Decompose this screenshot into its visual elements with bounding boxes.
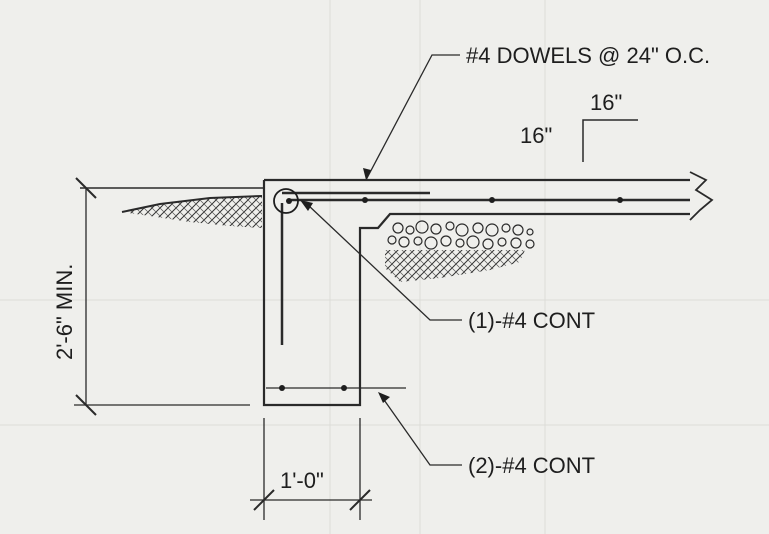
arrow-cont-top [300,200,313,211]
leader-cont-bottom [381,396,462,466]
bottom-bar-dot [279,385,285,391]
dim-tick [75,394,97,416]
cont-top-label: (1)-#4 CONT [468,308,595,333]
dim-tick [253,489,275,511]
rebar-dot [617,197,623,203]
width-dim-label: 1'-0" [280,468,324,493]
slab-break-line [689,171,714,221]
leader-dowels [365,54,460,181]
dim-tick [349,489,371,511]
bottom-bar-dot [341,385,347,391]
dowels-label: #4 DOWELS @ 24" O.C. [466,43,710,68]
rebar-dot [362,197,368,203]
slope-label-vertical: 16" [520,123,552,148]
arrow-dowels [363,168,371,180]
arrow-cont-bottom [378,392,390,403]
ground-soil-left [122,196,262,228]
ground-line-left [121,195,263,213]
rebar-dot [489,197,495,203]
footing-outline [262,178,690,407]
cont-bottom-label: (2)-#4 CONT [468,453,595,478]
cont-bar-top [273,188,299,214]
height-dim-label: 2'-6" MIN. [52,264,77,360]
cont-bar-top-dot [286,198,292,204]
leader-cont-top [307,204,462,321]
dim-tick [75,177,97,199]
slope-indicator [582,119,638,162]
slope-label-horizontal: 16" [590,90,622,115]
soil-under-slab [385,250,525,282]
gravel-fill [387,220,535,250]
